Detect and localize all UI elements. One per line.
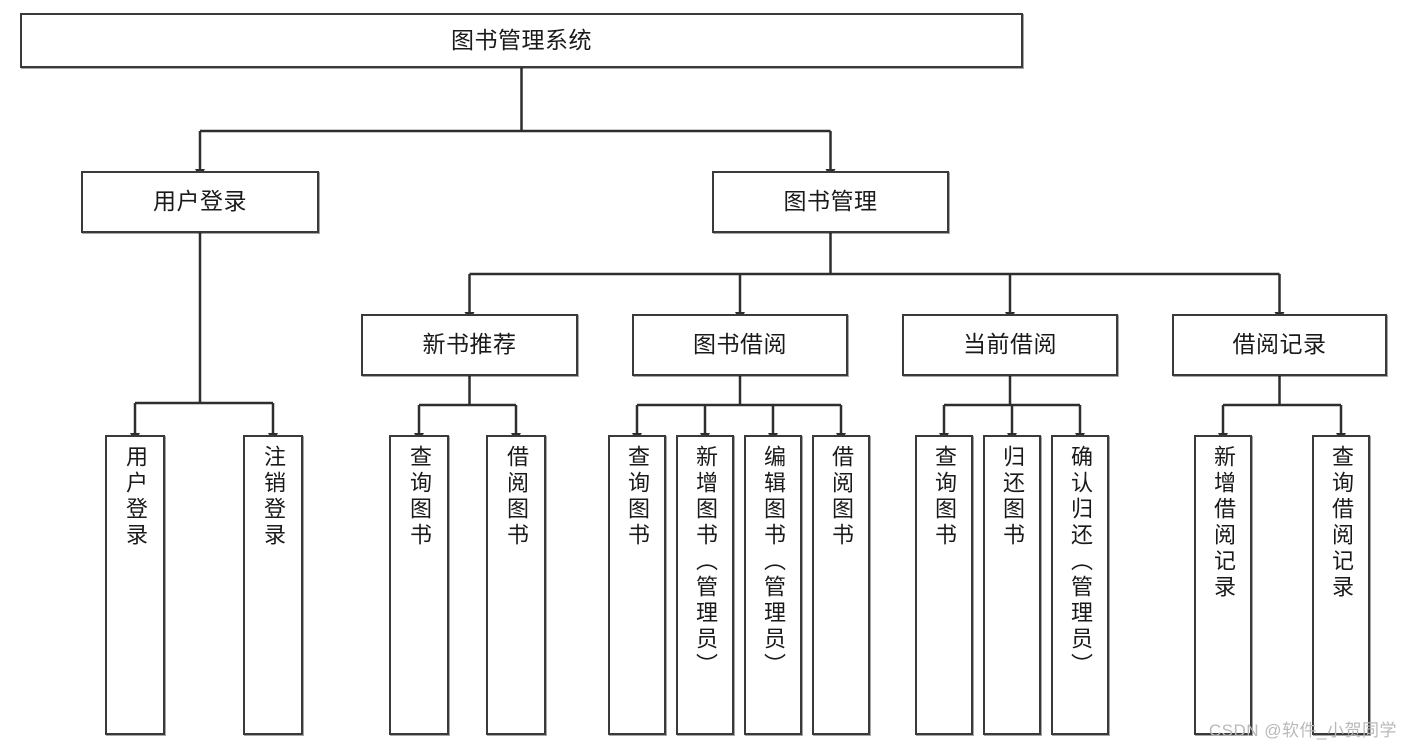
node-leaf-query-record[interactable]: 查询借阅记录 [1312,435,1370,735]
node-book-manage[interactable]: 图书管理 [712,171,949,233]
node-leaf-user-login[interactable]: 用户登录 [105,435,165,735]
node-leaf-borrow-book-1[interactable]: 借阅图书 [486,435,546,735]
node-leaf-query-book-3[interactable]: 查询图书 [915,435,973,735]
node-borrow-record[interactable]: 借阅记录 [1172,314,1387,376]
node-leaf-logout[interactable]: 注销登录 [243,435,303,735]
node-user-login[interactable]: 用户登录 [81,171,319,233]
node-leaf-confirm-return[interactable]: 确认归还（管理员） [1051,435,1109,735]
node-new-book-rec[interactable]: 新书推荐 [361,314,578,376]
node-leaf-add-book[interactable]: 新增图书（管理员） [676,435,734,735]
node-label: 编辑图书（管理员） [761,445,786,679]
edge-paths [130,68,1346,442]
node-label: 用户登录 [123,445,148,549]
node-leaf-borrow-book-2[interactable]: 借阅图书 [812,435,870,735]
node-label: 确认归还（管理员） [1068,445,1093,679]
node-label: 新书推荐 [422,331,517,358]
node-label: 新增借阅记录 [1211,445,1236,601]
node-label: 归还图书 [1000,445,1025,549]
node-label: 新增图书（管理员） [693,445,718,679]
node-label: 借阅记录 [1232,331,1327,358]
node-label: 当前借阅 [963,331,1057,358]
node-leaf-query-book-2[interactable]: 查询图书 [608,435,666,735]
node-label: 图书管理 [783,188,878,215]
node-label: 借阅图书 [829,445,854,549]
node-label: 查询图书 [932,445,957,549]
node-leaf-add-record[interactable]: 新增借阅记录 [1194,435,1252,735]
node-leaf-edit-book[interactable]: 编辑图书（管理员） [744,435,802,735]
node-label: 图书管理系统 [451,26,592,53]
node-leaf-return-book[interactable]: 归还图书 [983,435,1041,735]
csdn-watermark: CSDN @软件_小贺同学 [1208,721,1397,740]
node-label: 查询图书 [407,445,432,549]
node-current-borrow[interactable]: 当前借阅 [902,314,1118,376]
node-label: 查询借阅记录 [1329,445,1354,601]
node-leaf-query-book-1[interactable]: 查询图书 [389,435,449,735]
node-label: 用户登录 [153,188,247,215]
node-root[interactable]: 图书管理系统 [20,13,1023,68]
node-label: 借阅图书 [504,445,529,549]
node-label: 注销登录 [261,445,286,549]
node-book-borrow[interactable]: 图书借阅 [632,314,848,376]
node-label: 图书借阅 [693,331,787,358]
node-label: 查询图书 [625,445,650,549]
